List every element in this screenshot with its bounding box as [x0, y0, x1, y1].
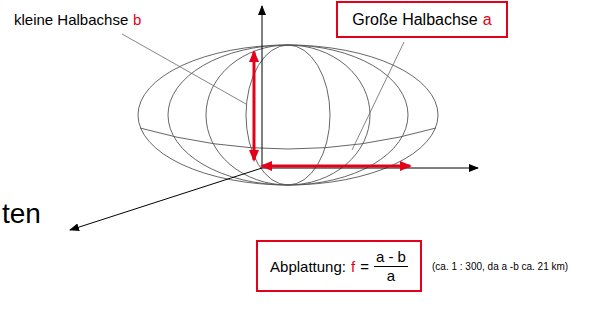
leader-lines	[122, 34, 404, 150]
fraction-numerator: a - b	[374, 248, 408, 266]
formula-term: Abplattung:	[270, 258, 346, 275]
formula-box: Abplattung: f = a - ba	[256, 240, 422, 292]
cut-off-text: ten	[2, 198, 41, 230]
term-text: Große Halbachse	[352, 11, 477, 29]
fraction-denominator: a	[387, 267, 395, 284]
coordinate-axes	[70, 6, 478, 230]
fraction: a - ba	[374, 248, 408, 284]
formula-symbol: =	[360, 258, 369, 275]
term-text: kleine Halbachse	[14, 11, 128, 28]
axis-symbol: b	[133, 11, 141, 28]
term-box: Große Halbachse a	[336, 1, 508, 38]
ellipsoid-outline	[138, 45, 438, 185]
note-text: (ca. 1 : 300, da a -b ca. 21 km)	[432, 261, 568, 272]
formula-symbol: f	[351, 258, 355, 275]
axis-symbol: a	[483, 11, 492, 29]
semi-axis-arrows	[254, 52, 410, 166]
